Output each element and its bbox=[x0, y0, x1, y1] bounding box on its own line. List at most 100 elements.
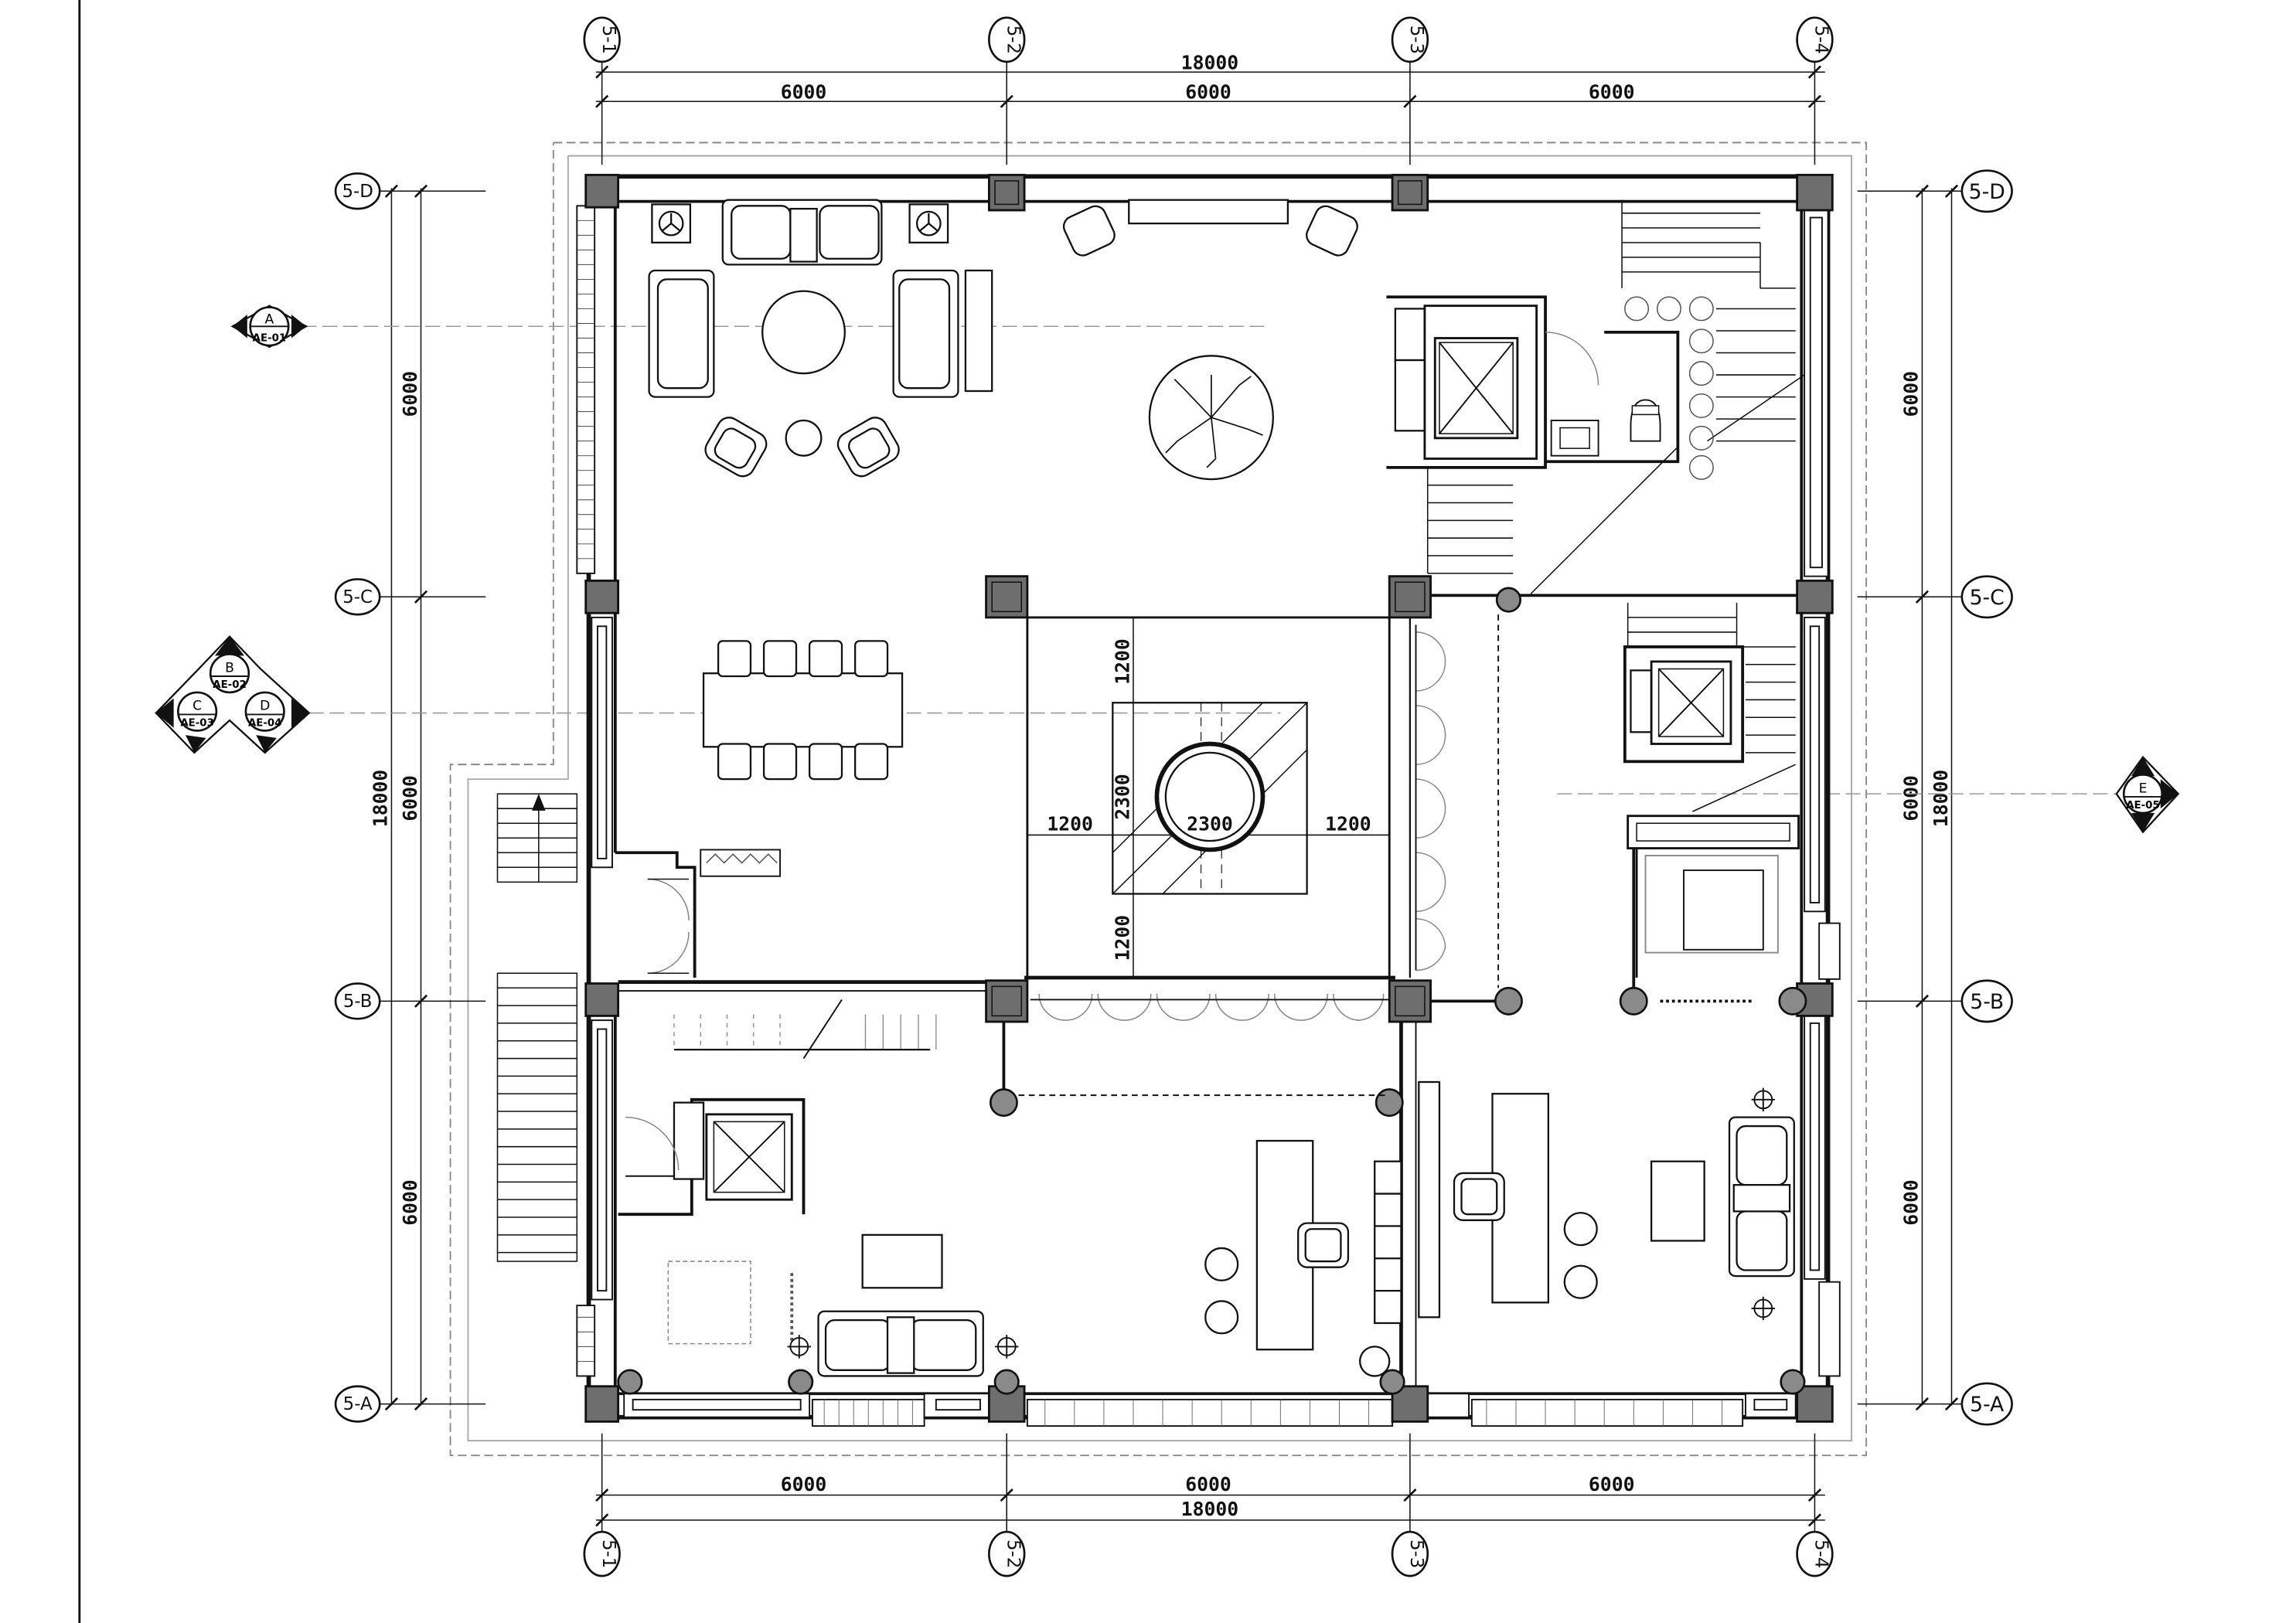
downlights bbox=[787, 1087, 1776, 1359]
speaker-fan-marks bbox=[661, 213, 938, 232]
low-table-lower-left bbox=[861, 1233, 943, 1289]
tree-branches bbox=[1165, 375, 1263, 468]
roof-outline bbox=[449, 141, 1868, 1457]
lower-middle-furniture bbox=[1204, 1139, 1402, 1377]
restroom-top-right bbox=[1545, 330, 1680, 464]
grid-bubble-top-5-2 bbox=[988, 16, 1026, 63]
section-b-ref: AE-02 bbox=[213, 679, 246, 691]
grid-label-top-5-2: 5-2 bbox=[1003, 26, 1023, 54]
folding-doors-atrium-right bbox=[1415, 624, 1446, 971]
lower-left-furniture bbox=[667, 1233, 984, 1377]
interior-walls bbox=[615, 594, 1800, 1394]
dim-left-bay-2: 6000 bbox=[399, 775, 421, 822]
console-table bbox=[1128, 199, 1289, 225]
dim-bottom-bay-1: 6000 bbox=[781, 1473, 827, 1495]
grid-label-right-5-B: 5-B bbox=[1970, 990, 2004, 1014]
plant-pot-lower-middle bbox=[1359, 1346, 1391, 1377]
dimension-ticks bbox=[384, 65, 1959, 1527]
right-room-fixtures bbox=[1644, 855, 1779, 1003]
grid-bubble-bottom-5-2 bbox=[988, 1530, 1026, 1577]
dim-left-total: 18000 bbox=[370, 770, 392, 827]
lower-right-furniture bbox=[1418, 1080, 1795, 1318]
grid-label-top-5-3: 5-3 bbox=[1406, 26, 1426, 54]
round-post-links bbox=[1002, 848, 1636, 1090]
side-table bbox=[785, 419, 823, 457]
dim-top-bay-3: 6000 bbox=[1589, 80, 1635, 103]
grid-label-right-5-C: 5-C bbox=[1970, 586, 2005, 610]
section-d-letter: D bbox=[260, 699, 270, 714]
dim-right-bay-2: 6000 bbox=[1900, 775, 1923, 822]
folding-doors-5b-middle bbox=[1030, 993, 1390, 1021]
stool-4 bbox=[1563, 1264, 1598, 1299]
grid-label-bottom-5-3: 5-3 bbox=[1406, 1540, 1426, 1568]
section-a-ref: AE-01 bbox=[253, 332, 286, 344]
dim-left-bay-3: 6000 bbox=[399, 1179, 421, 1226]
bottom-glazing-hatch bbox=[823, 1399, 1722, 1427]
column-5-4-5-D bbox=[1796, 173, 1834, 212]
entry-doors-left bbox=[647, 878, 690, 974]
column-5-4-5-C bbox=[1796, 579, 1834, 614]
dashed-rug-lower-left bbox=[667, 1261, 751, 1345]
right-room-box bbox=[1683, 869, 1764, 951]
dim-top-total: 18000 bbox=[1181, 51, 1238, 73]
grid-label-left-5-B: 5-B bbox=[343, 992, 373, 1012]
atrium-dim-v2: 2300 bbox=[1111, 774, 1133, 820]
grid-label-bottom-5-4: 5-4 bbox=[1811, 1540, 1831, 1568]
chair-top-2 bbox=[1306, 205, 1358, 257]
section-b-letter: B bbox=[225, 660, 234, 675]
chair-lower-middle bbox=[1297, 1222, 1350, 1268]
dim-bottom-bay-2: 6000 bbox=[1185, 1473, 1231, 1495]
atrium bbox=[1027, 617, 1390, 978]
grid-bubble-bottom-5-4 bbox=[1796, 1530, 1834, 1577]
grid-label-bottom-5-2: 5-2 bbox=[1003, 1540, 1023, 1568]
grid-label-left-5-A: 5-A bbox=[343, 1394, 373, 1414]
column-5-1-5-A bbox=[584, 1385, 620, 1423]
columns bbox=[584, 173, 1834, 1423]
column-5-4-5-A bbox=[1796, 1385, 1834, 1423]
grid-bubble-left-5-C bbox=[334, 578, 381, 616]
atrium-dim-v1: 1200 bbox=[1111, 638, 1133, 685]
grid-bubble-top-5-1 bbox=[583, 16, 621, 63]
dim-right-bay-3: 6000 bbox=[1900, 1179, 1923, 1226]
stool-3 bbox=[1563, 1212, 1598, 1247]
stair-lower-left bbox=[673, 999, 937, 1060]
chair-lower-right bbox=[1453, 1172, 1505, 1221]
grid-bubbles bbox=[334, 16, 2013, 1577]
coffee-table-lower-right bbox=[1650, 1160, 1705, 1242]
exterior-stairs-left bbox=[496, 793, 578, 1262]
grid-bubble-right-5-C bbox=[1960, 575, 2013, 619]
bottom-curtain-wall bbox=[623, 1393, 1797, 1427]
coffee-table bbox=[761, 290, 846, 375]
shelving-unit bbox=[1374, 1160, 1402, 1325]
dim-right-total: 18000 bbox=[1930, 770, 1952, 827]
grid-label-top-5-4: 5-4 bbox=[1811, 26, 1831, 54]
section-marker-bcd: B AE-02 C AE-03 D AE-04 bbox=[155, 635, 311, 754]
planter-pattern bbox=[706, 853, 778, 864]
stool-2 bbox=[1204, 1300, 1239, 1335]
dim-bottom-bay-3: 6000 bbox=[1589, 1473, 1635, 1495]
section-c-ref: AE-03 bbox=[180, 718, 213, 730]
section-marker-e: E AE-05 bbox=[2115, 755, 2180, 834]
dimension-texts: 18000 6000 6000 6000 6000 6000 6000 1800… bbox=[370, 51, 1952, 1520]
grid-label-bottom-5-1: 5-1 bbox=[598, 1540, 618, 1568]
left-curtain-wall bbox=[576, 205, 613, 1377]
dim-top-bay-2: 6000 bbox=[1185, 80, 1231, 103]
atrium-dim-h3: 1200 bbox=[1325, 813, 1371, 835]
atrium-void bbox=[1112, 702, 1308, 895]
elevator-core-lower-left bbox=[625, 1101, 793, 1201]
dim-right-bay-1: 6000 bbox=[1900, 371, 1923, 417]
column-5-1-5-D bbox=[584, 173, 620, 209]
grid-bubble-left-5-D bbox=[334, 172, 381, 210]
grid-bubble-top-5-4 bbox=[1796, 16, 1834, 63]
atrium-dim-h1: 1200 bbox=[1047, 813, 1093, 835]
grid-bubble-left-5-A bbox=[334, 1385, 381, 1423]
grid-bubble-bottom-5-3 bbox=[1391, 1530, 1429, 1577]
dining-table bbox=[702, 672, 904, 748]
stool-1 bbox=[1204, 1247, 1239, 1281]
grid-bubble-right-5-B bbox=[1960, 979, 2013, 1023]
section-c-letter: C bbox=[192, 699, 202, 714]
column-5-2-5-B bbox=[985, 979, 1029, 1023]
grid-labels: 5-1 5-2 5-3 5-4 5-1 5-2 5-3 5-4 5-D 5-C … bbox=[342, 26, 2005, 1569]
grid-bubble-left-5-B bbox=[334, 982, 381, 1020]
column-5-1-5-C bbox=[584, 579, 620, 614]
